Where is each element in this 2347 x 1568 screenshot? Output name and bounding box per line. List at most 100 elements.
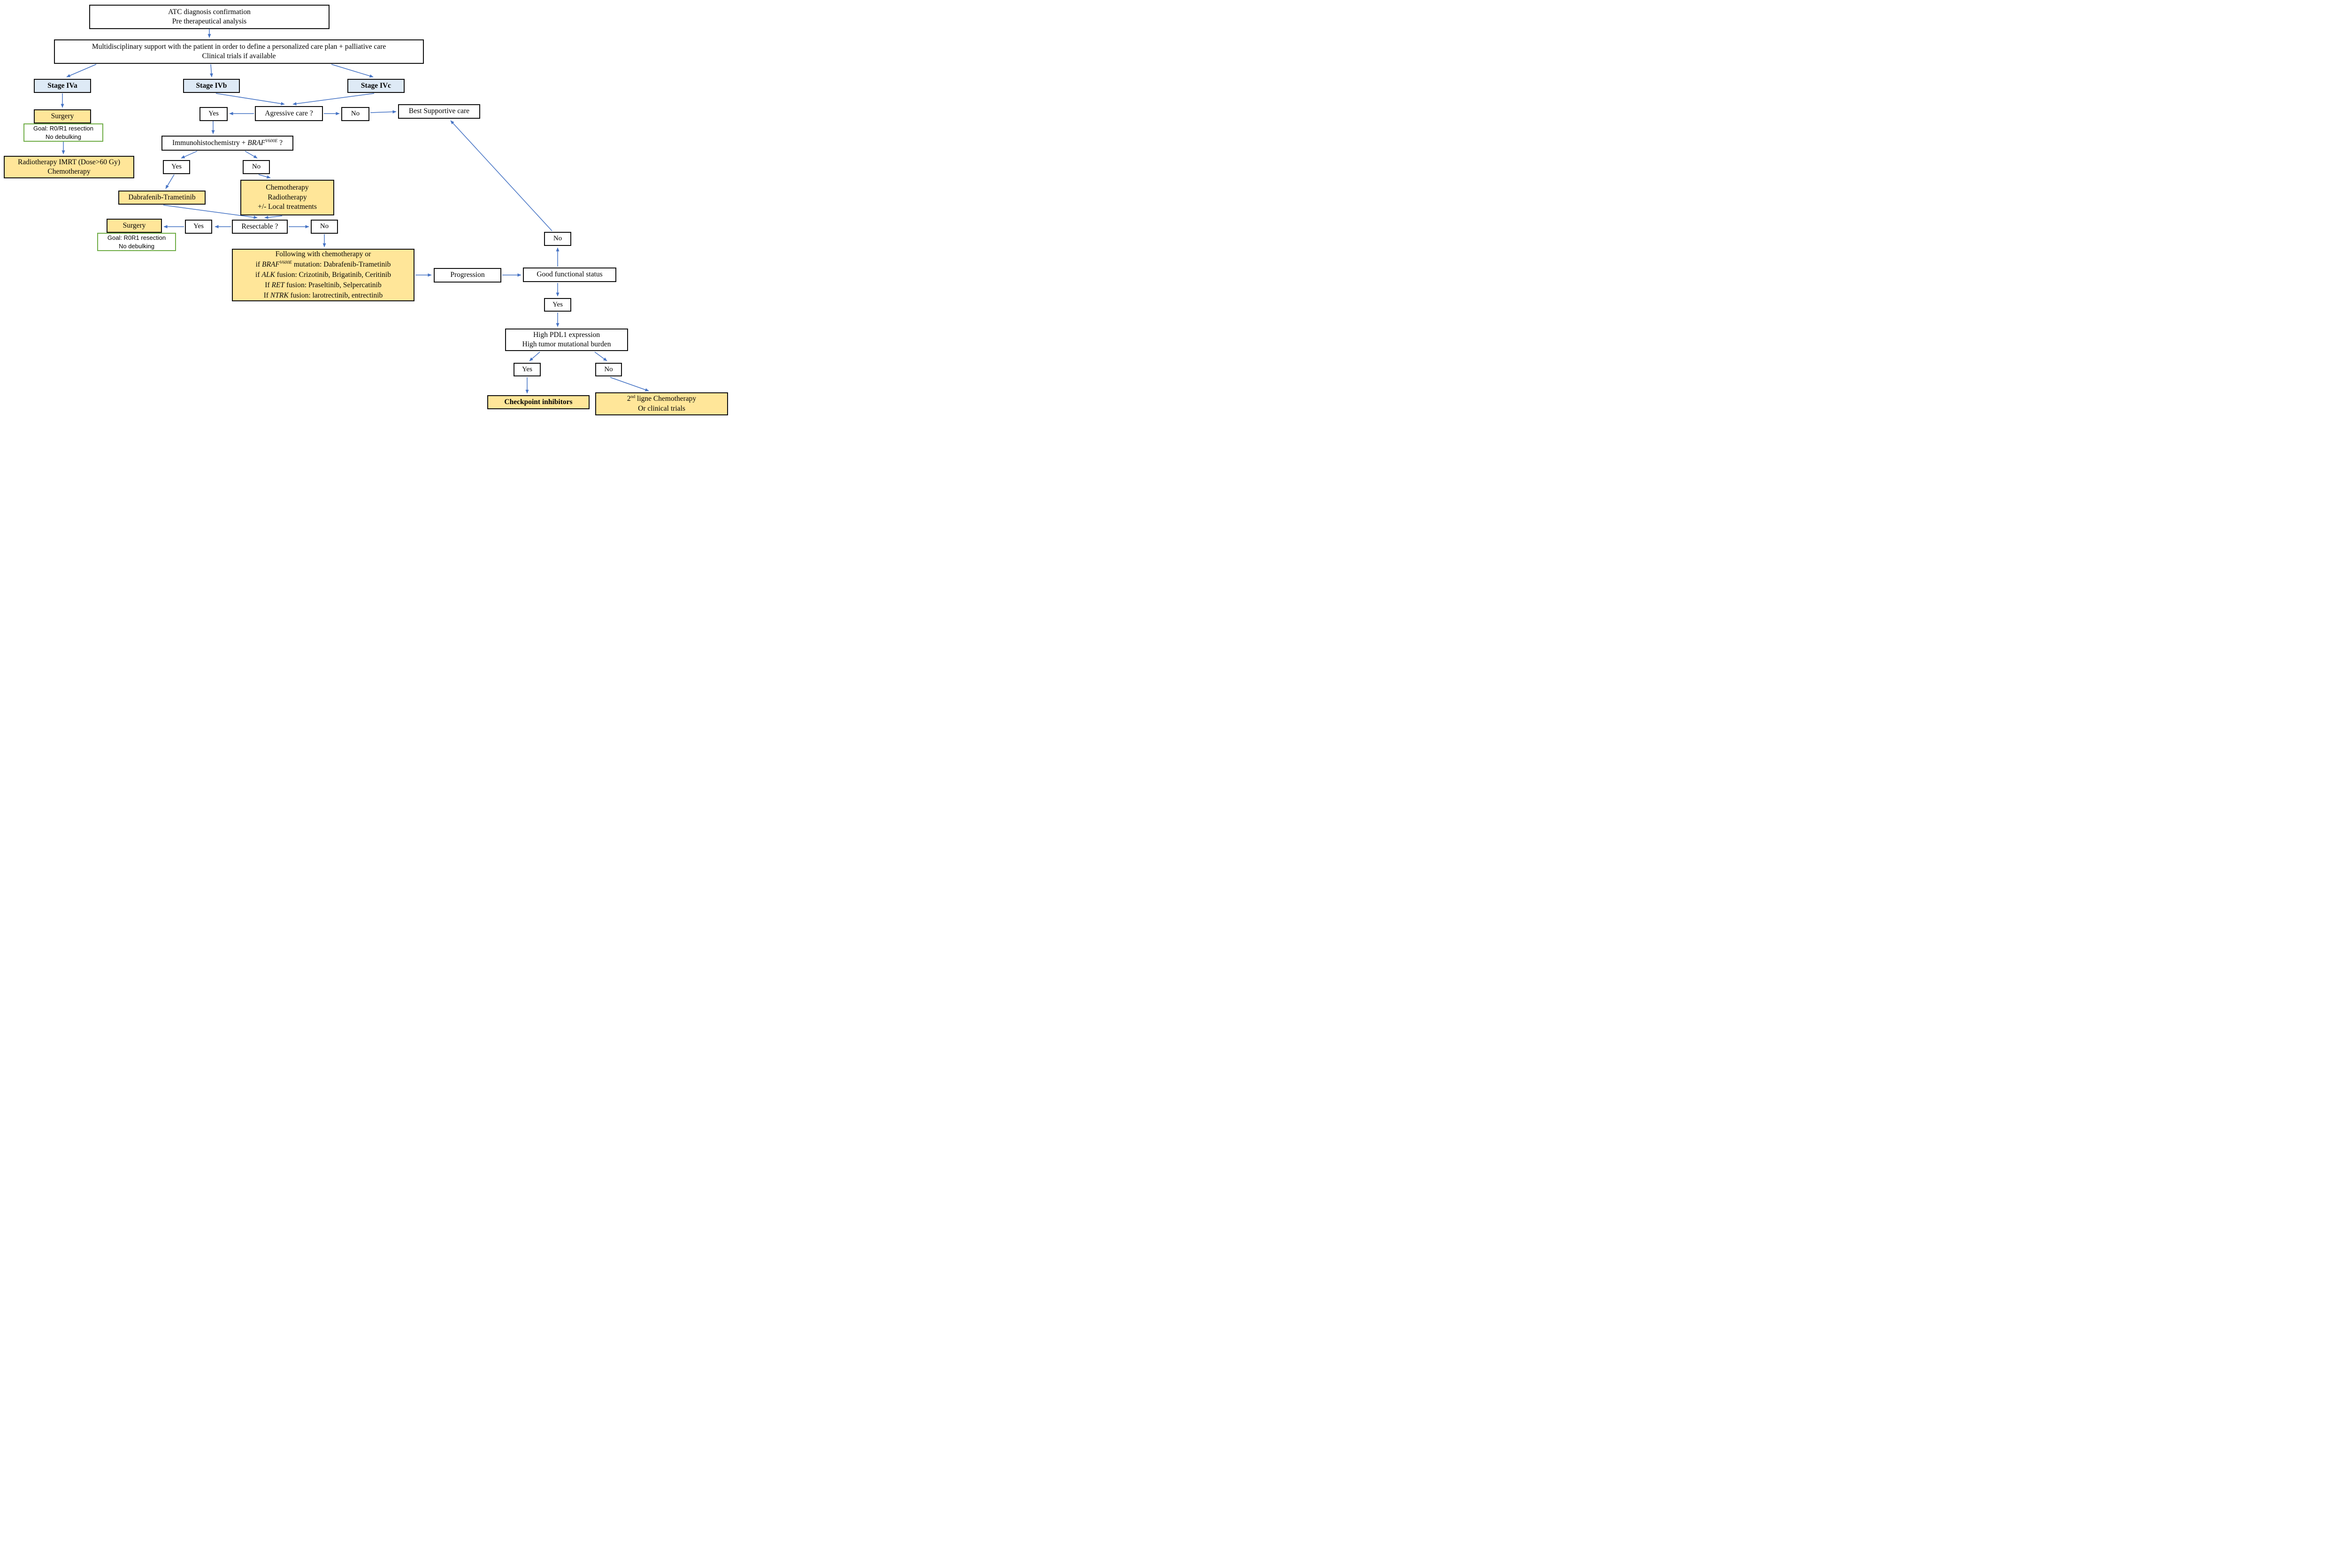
text-line: Clinical trials if available (202, 52, 276, 60)
arrow-no-secondline (610, 377, 649, 391)
node-immunohistochemistry: Immunohistochemistry + BRAFV600E ? (161, 136, 293, 151)
node-pdl1-expression: High PDL1 expression High tumor mutation… (505, 329, 628, 351)
text-segment: ? (277, 138, 283, 147)
gene-name: ALK (261, 271, 275, 279)
node-checkpoint-inhibitors: Checkpoint inhibitors (487, 395, 590, 409)
text-line: Radiotherapy (268, 193, 307, 201)
text-line: Surgery (51, 112, 74, 120)
node-stage-iva: Stage IVa (34, 79, 91, 93)
node-no-functional: No (544, 232, 571, 246)
text-line: +/- Local treatments (258, 203, 317, 211)
text-line: If NTRK fusion: larotrectinib, entrectin… (264, 291, 383, 301)
node-aggressive-care: Agressive care ? (255, 106, 323, 121)
text-line: High PDL1 expression (533, 330, 600, 339)
ordinal-suffix: nd (630, 394, 636, 399)
node-no-pdl1: No (595, 363, 622, 376)
arrow-no-bsc (370, 110, 397, 114)
node-yes-resectable: Yes (185, 220, 212, 234)
text-line: if ALK fusion: Crizotinib, Brigatinib, C… (255, 270, 391, 280)
node-yes-braf: Yes (163, 160, 190, 174)
text-line: Stage IVb (196, 81, 227, 90)
node-resectable: Resectable ? (232, 220, 288, 234)
text-line: Following with chemotherapy or (275, 250, 371, 258)
arrow-immuno-yes (181, 151, 198, 159)
arrow-ivc-aggressive (292, 93, 375, 106)
text-line: Or clinical trials (638, 404, 685, 413)
gene-name: BRAF (247, 138, 266, 147)
text-line: No (252, 163, 261, 171)
node-second-line-chemo: 2nd ligne Chemotherapy Or clinical trial… (595, 392, 728, 415)
gene-name: NTRK (270, 291, 289, 299)
text-line: Good functional status (537, 270, 603, 279)
text-line: Agressive care ? (265, 109, 313, 117)
text-segment: fusion: Praseltinib, Selpercatinib (284, 281, 382, 289)
node-yes-pdl1: Yes (514, 363, 541, 376)
text-line: Yes (552, 300, 563, 308)
gene-variant: V600E (279, 260, 292, 265)
text-segment: if (255, 271, 262, 279)
node-goal-r0r1-iva: Goal: R0/R1 resection No debulking (23, 123, 103, 142)
text-segment: If (265, 281, 272, 289)
arrow-no-bsc-long (450, 120, 552, 231)
text-line: Yes (522, 365, 532, 373)
arrow-chemoradio-resectable (264, 215, 283, 219)
text-line: Yes (171, 163, 182, 171)
text-line: Yes (208, 110, 219, 118)
node-radiotherapy-imrt: Radiotherapy IMRT (Dose>60 Gy) Chemother… (4, 156, 134, 178)
node-no-aggressive: No (341, 107, 369, 121)
text-line: Dabrafenib-Trametinib (128, 193, 196, 201)
text-segment: fusion: larotrectinib, entrectinib (288, 291, 383, 299)
arrow-immuno-no (245, 151, 258, 159)
node-yes-functional: Yes (544, 298, 571, 312)
arrow-multi-iva (66, 64, 97, 77)
text-line: If RET fusion: Praseltinib, Selpercatini… (265, 280, 381, 291)
text-line: 2nd ligne Chemotherapy (627, 394, 696, 404)
text-line: Checkpoint inhibitors (504, 398, 573, 406)
text-segment: fusion: Crizotinib, Brigatinib, Ceritini… (275, 271, 391, 279)
node-best-supportive-care: Best Supportive care (398, 104, 480, 119)
arrow-multi-ivc (331, 64, 374, 78)
arrow-yes-dabrafenib (165, 174, 175, 189)
text-line: if BRAFV600E mutation: Dabrafenib-Tramet… (256, 260, 391, 270)
text-line: No (320, 222, 329, 230)
text-line: Immunohistochemistry + BRAFV600E ? (172, 138, 283, 148)
atc-treatment-flowchart: ATC diagnosis confirmation Pre therapeut… (0, 0, 730, 418)
text-line: No (604, 365, 613, 373)
text-line: No debulking (46, 133, 81, 140)
arrow-pdl1-yes (529, 352, 540, 361)
text-line: Chemotherapy (266, 184, 309, 192)
node-no-braf: No (243, 160, 270, 174)
text-line: Surgery (123, 221, 146, 229)
node-good-functional-status: Good functional status (523, 268, 616, 282)
text-line: Goal: R0R1 resection (107, 234, 166, 241)
text-line: ATC diagnosis confirmation (168, 8, 251, 16)
text-line: No (553, 235, 562, 243)
node-no-resectable: No (311, 220, 338, 234)
text-segment: 2 (627, 395, 631, 403)
text-line: Stage IVc (360, 81, 391, 90)
arrow-pdl1-no (594, 352, 607, 361)
node-following-chemotherapy: Following with chemotherapy or if BRAFV6… (232, 249, 414, 301)
text-segment: mutation: Dabrafenib-Trametinib (291, 260, 391, 268)
node-stage-ivb: Stage IVb (183, 79, 240, 93)
node-multidisciplinary: Multidisciplinary support with the patie… (54, 39, 424, 64)
text-line: Multidisciplinary support with the patie… (92, 42, 386, 51)
node-surgery-iva: Surgery (34, 109, 91, 123)
gene-name: BRAF (261, 260, 280, 268)
text-segment: If (263, 291, 270, 299)
gene-variant: V600E (265, 138, 278, 144)
text-line: No (351, 110, 360, 118)
text-line: Radiotherapy IMRT (Dose>60 Gy) (17, 158, 121, 166)
node-goal-r0r1-resectable: Goal: R0R1 resection No debulking (97, 233, 176, 251)
node-chemo-radio-local: Chemotherapy Radiotherapy +/- Local trea… (240, 180, 334, 215)
node-atc-diagnosis: ATC diagnosis confirmation Pre therapeut… (89, 5, 330, 29)
text-line: Best Supportive care (408, 107, 470, 115)
text-line: Yes (193, 222, 204, 230)
text-segment: ligne Chemotherapy (635, 395, 697, 403)
gene-name: RET (271, 281, 285, 289)
node-progression: Progression (434, 268, 501, 283)
node-yes-aggressive: Yes (199, 107, 228, 121)
arrow-multi-ivb (209, 64, 213, 77)
text-segment: if (255, 260, 262, 268)
text-line: High tumor mutational burden (522, 340, 611, 348)
